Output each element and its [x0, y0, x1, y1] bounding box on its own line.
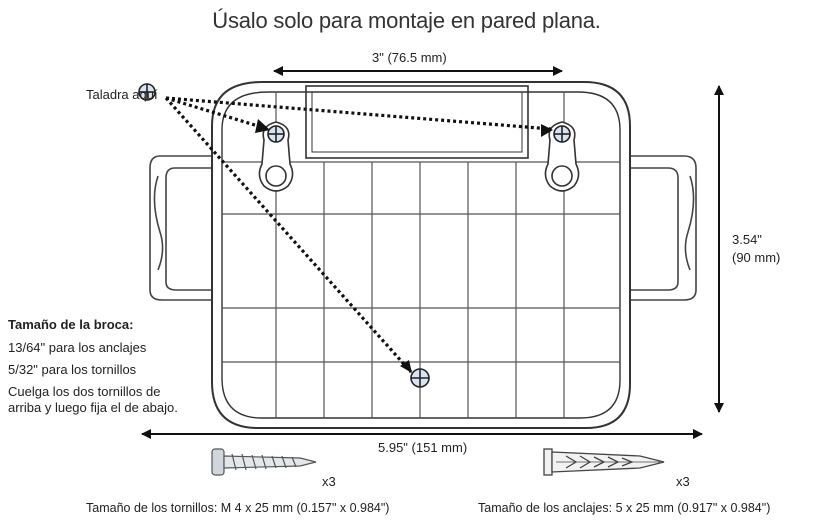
dimension-height-mm: (90 mm): [732, 250, 781, 265]
crosshair-icon: [553, 125, 571, 143]
drill-size-line: 13/64" para los anclajes: [8, 340, 147, 355]
crosshair-icon: [138, 83, 156, 101]
drill-size-line: Cuelga los dos tornillos de: [8, 384, 161, 399]
page-title: Úsalo solo para montaje en pared plana.: [212, 8, 601, 33]
drill-here-label: Taladra aquí: [86, 87, 158, 102]
dimension-height-inches: 3.54": [732, 232, 762, 247]
drill-size-line: 5/32" para los tornillos: [8, 362, 137, 377]
bracket-grid: [222, 92, 620, 418]
dimension-width-bottom: 5.95" (151 mm): [378, 440, 468, 455]
dimension-width-top: 3" (76.5 mm): [372, 50, 447, 65]
crosshair-icon: [410, 368, 430, 388]
wall-anchor-icon: [543, 448, 665, 476]
drill-size-line: arriba y luego fija el de abajo.: [8, 400, 178, 415]
anchor-size-caption: Tamaño de los anclajes: 5 x 25 mm (0.917…: [478, 501, 771, 515]
crosshair-icon: [267, 125, 285, 143]
keyhole-right: [544, 121, 580, 192]
screw-size-caption: Tamaño de los tornillos: M 4 x 25 mm (0.…: [86, 501, 390, 515]
keyhole-left: [258, 121, 294, 192]
anchor-quantity: x3: [676, 474, 690, 489]
screw-quantity: x3: [322, 474, 336, 489]
bracket-right-wing: [630, 155, 697, 301]
drill-arrow-heads: [255, 119, 553, 373]
bracket-left-wing: [149, 155, 212, 301]
screw-icon: [211, 448, 317, 476]
drill-size-heading: Tamaño de la broca:: [8, 317, 134, 332]
drill-guide-lines: [164, 96, 552, 374]
